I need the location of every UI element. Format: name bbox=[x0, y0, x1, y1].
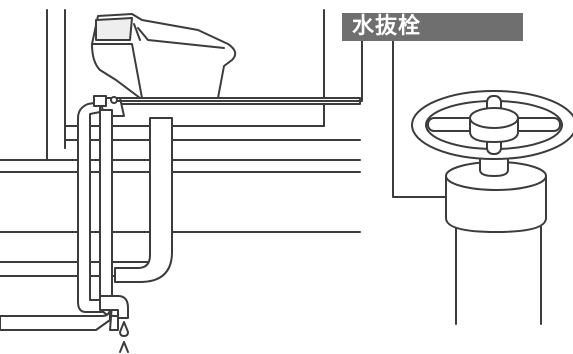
drain-valve-label-box: 水抜栓 bbox=[342, 13, 523, 41]
drain-valve-label: 水抜栓 bbox=[352, 14, 422, 39]
drain-valve-icon bbox=[411, 90, 573, 325]
water-drop-icon bbox=[119, 321, 129, 353]
drain-pipe bbox=[114, 117, 173, 283]
supply-pipe bbox=[0, 95, 129, 331]
